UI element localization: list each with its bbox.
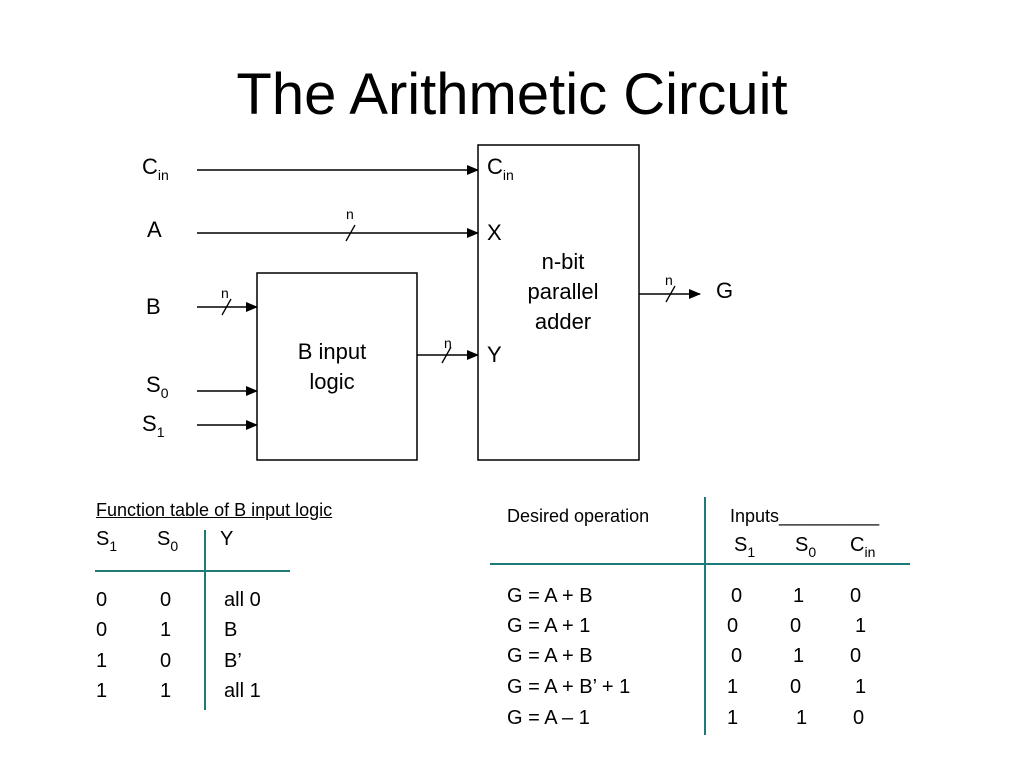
ft-row-2-s0: 0 bbox=[160, 650, 172, 672]
s1-input-main: S bbox=[142, 411, 157, 436]
function-table-caption: Function table of B input logic bbox=[96, 500, 333, 520]
ft-h-s1-sub: 1 bbox=[109, 538, 118, 554]
b-input-label: B bbox=[146, 294, 161, 319]
adder-x-port: X bbox=[487, 220, 502, 245]
y-bus-width: n bbox=[444, 335, 452, 351]
adder-label: n-bit parallel adder bbox=[503, 250, 623, 334]
cin-input-sub: in bbox=[157, 167, 169, 183]
b-logic-line2: logic bbox=[309, 369, 355, 394]
ft-h-s0-main: S bbox=[157, 528, 171, 550]
cin-input-main: C bbox=[142, 154, 158, 179]
y-bus-slash bbox=[441, 346, 452, 364]
ops-row-4-s1: 1 bbox=[727, 707, 739, 729]
adder-cin-sub: in bbox=[502, 167, 514, 183]
ft-row-0-y: all 0 bbox=[224, 589, 261, 611]
operations-header-desired: Desired operation bbox=[507, 506, 650, 526]
ops-row-4-op: G = A – 1 bbox=[507, 707, 590, 729]
b-logic-block bbox=[256, 272, 418, 461]
ops-row-3-op: G = A + B’ + 1 bbox=[507, 676, 631, 698]
operations-header-inputs: Inputs__________ bbox=[730, 506, 880, 526]
page-title: The Arithmetic Circuit bbox=[236, 62, 788, 127]
ops-row-0-s0: 1 bbox=[793, 585, 805, 607]
ops-h-s0-sub: 0 bbox=[808, 544, 817, 560]
function-table-header-s1: S1 bbox=[96, 528, 117, 557]
s1-input-label: S1 bbox=[142, 412, 164, 444]
adder-cin-main: C bbox=[487, 154, 503, 179]
g-output-label: G bbox=[716, 278, 734, 303]
ft-row-0-s0: 0 bbox=[160, 589, 172, 611]
ft-row-1-y: B bbox=[224, 619, 238, 641]
ft-row-1-s0: 1 bbox=[160, 619, 172, 641]
b-bus-slash bbox=[221, 298, 232, 316]
ft-row-0-s1: 0 bbox=[96, 589, 108, 611]
ops-row-3-cin: 1 bbox=[855, 676, 867, 698]
cin-input-label: Cin bbox=[142, 155, 169, 187]
ops-header-cin: Cin bbox=[850, 534, 875, 563]
adder-line1: n-bit bbox=[541, 249, 585, 274]
s0-input-main: S bbox=[146, 372, 161, 397]
ops-h-s1-sub: 1 bbox=[747, 544, 756, 560]
ops-row-1-cin: 1 bbox=[855, 615, 867, 637]
ft-row-3-s0: 1 bbox=[160, 680, 172, 702]
ops-row-3-s1: 1 bbox=[727, 676, 739, 698]
b-logic-label: B input logic bbox=[257, 340, 407, 394]
ops-row-0-s1: 0 bbox=[731, 585, 743, 607]
ops-row-2-s0: 1 bbox=[793, 645, 805, 667]
ft-h-s0-sub: 0 bbox=[170, 538, 179, 554]
adder-block bbox=[477, 144, 640, 461]
ft-row-2-s1: 1 bbox=[96, 650, 108, 672]
ops-row-4-s0: 1 bbox=[796, 707, 808, 729]
ops-h-s1-main: S bbox=[734, 534, 748, 556]
ops-row-2-cin: 0 bbox=[850, 645, 862, 667]
ops-row-1-s1: 0 bbox=[727, 615, 739, 637]
ops-row-1-op: G = A + 1 bbox=[507, 615, 591, 637]
ft-row-3-y: all 1 bbox=[224, 680, 261, 702]
ops-h-cin-main: C bbox=[850, 534, 865, 556]
ops-row-3-s0: 0 bbox=[790, 676, 802, 698]
ops-row-2-s1: 0 bbox=[731, 645, 743, 667]
ops-h-s0-main: S bbox=[795, 534, 809, 556]
ops-row-0-op: G = A + B bbox=[507, 585, 593, 607]
ops-header-s0: S0 bbox=[795, 534, 816, 563]
g-bus-width: n bbox=[665, 272, 673, 288]
ft-row-2-y: B’ bbox=[224, 650, 242, 672]
ops-header-s1: S1 bbox=[734, 534, 755, 563]
s0-input-sub: 0 bbox=[160, 385, 169, 401]
s1-input-sub: 1 bbox=[156, 424, 165, 440]
adder-line3: adder bbox=[534, 309, 592, 334]
ops-row-4-cin: 0 bbox=[853, 707, 865, 729]
function-table-header-y: Y bbox=[220, 528, 234, 550]
adder-y-port: Y bbox=[487, 342, 502, 367]
ops-h-cin-sub: in bbox=[864, 544, 876, 560]
ops-row-1-s0: 0 bbox=[790, 615, 802, 637]
g-bus-slash bbox=[665, 285, 676, 303]
a-bus-slash bbox=[345, 224, 356, 242]
adder-cin-port: Cin bbox=[487, 155, 514, 187]
b-bus-width: n bbox=[221, 285, 229, 301]
s0-input-label: S0 bbox=[146, 373, 168, 405]
b-logic-line1: B input bbox=[297, 339, 367, 364]
a-input-label: A bbox=[147, 217, 162, 242]
function-table-header-s0: S0 bbox=[157, 528, 178, 557]
ft-h-s1-main: S bbox=[96, 528, 110, 550]
ops-row-2-op: G = A + B bbox=[507, 645, 593, 667]
ft-row-1-s1: 0 bbox=[96, 619, 108, 641]
adder-line2: parallel bbox=[527, 279, 599, 304]
a-bus-width: n bbox=[346, 206, 354, 222]
ft-row-3-s1: 1 bbox=[96, 680, 108, 702]
ops-row-0-cin: 0 bbox=[850, 585, 862, 607]
